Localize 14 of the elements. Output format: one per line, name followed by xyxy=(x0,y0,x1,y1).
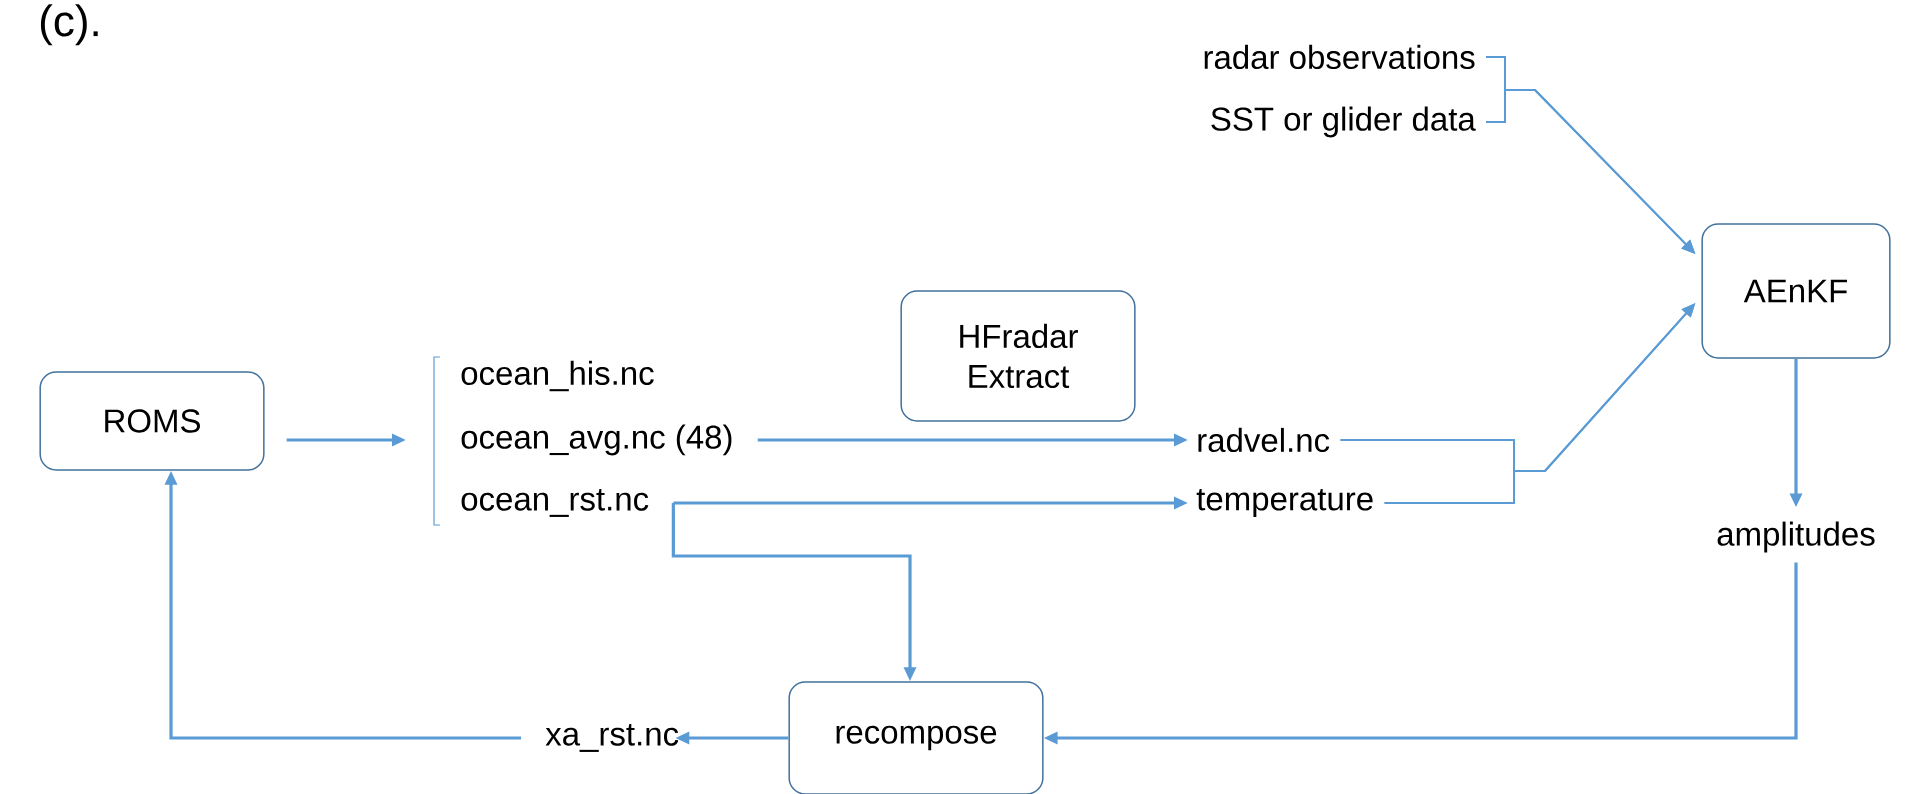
file-name: radvel.nc xyxy=(1198,427,1330,453)
file-name: ocean_avg.nc (48) xyxy=(461,424,732,456)
panel-label: (c). xyxy=(40,4,98,46)
process-box: ROMS xyxy=(39,371,265,471)
process-box: AEnKF xyxy=(1701,223,1891,359)
data-source: radar observations xyxy=(1204,44,1475,70)
file-name: ocean_his.nc xyxy=(461,360,654,392)
variable-name: temperature xyxy=(1196,488,1373,518)
process-box: HFradar Extract xyxy=(900,290,1136,422)
data-source: SST or glider data xyxy=(1211,106,1476,138)
output-name: amplitudes xyxy=(1717,521,1875,553)
file-name: xa_rst.nc xyxy=(545,724,679,752)
process-box: recompose xyxy=(788,681,1044,794)
file-name: ocean_rst.nc xyxy=(461,489,649,517)
